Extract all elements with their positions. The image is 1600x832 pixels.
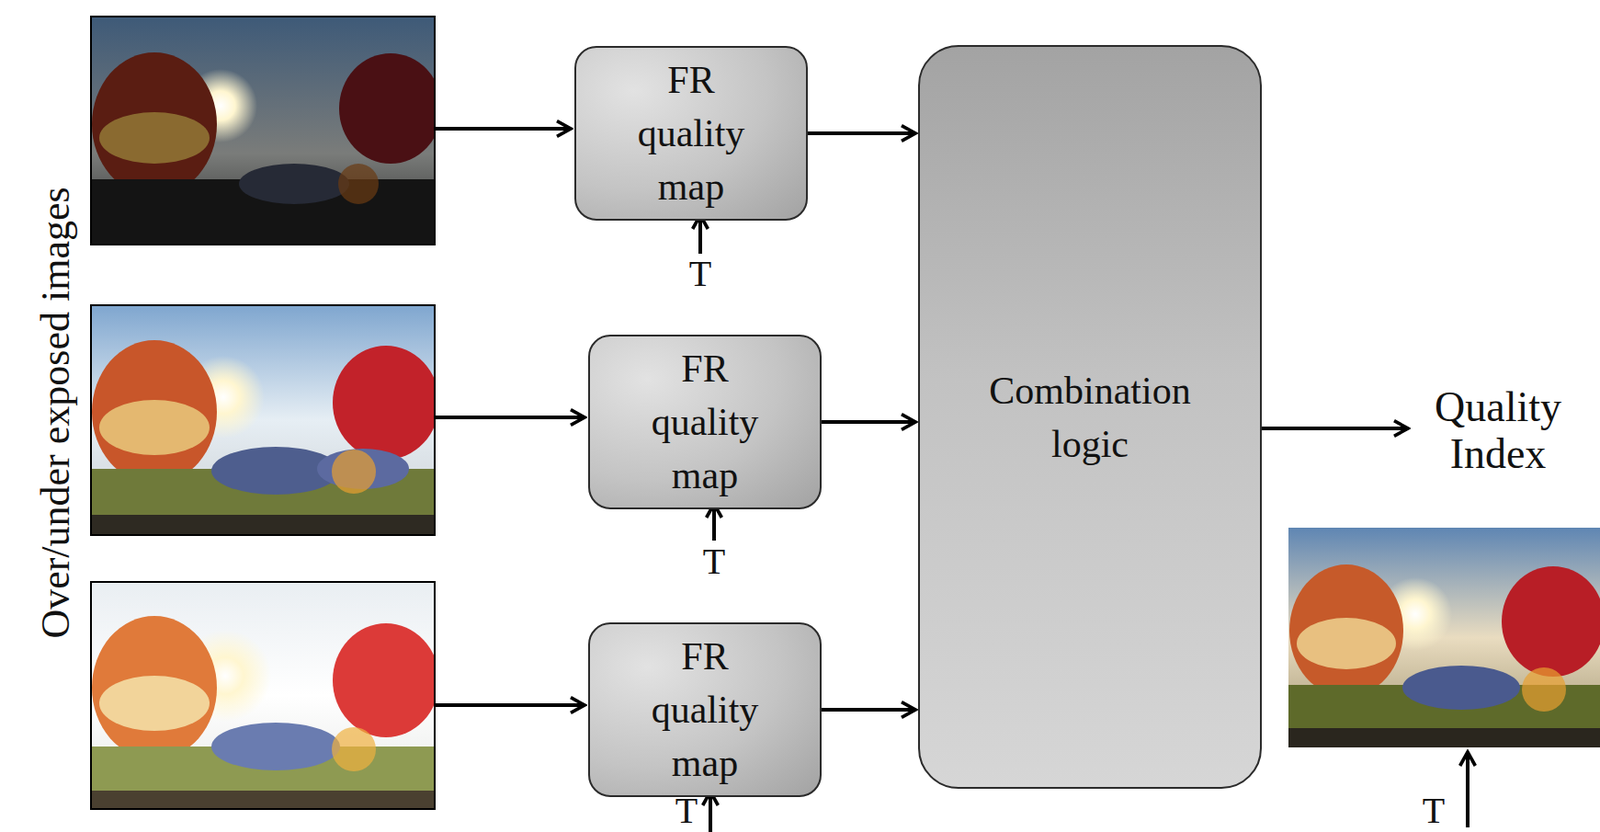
quality-map-box: FR quality map bbox=[588, 622, 822, 797]
quality-map-box: FR quality map bbox=[574, 45, 808, 221]
box-text: FR quality map bbox=[635, 629, 774, 790]
connector-arrow bbox=[807, 131, 916, 136]
threshold-label: T bbox=[1422, 790, 1445, 831]
connector-arrow bbox=[821, 419, 916, 424]
box-text: Combination logic bbox=[961, 363, 1219, 471]
photo-bright bbox=[90, 581, 435, 809]
threshold-label: T bbox=[675, 790, 698, 831]
photo-dark bbox=[90, 16, 435, 245]
quality-map-box: FR quality map bbox=[588, 334, 822, 510]
output-label: Quality Index bbox=[1418, 383, 1579, 477]
combination-box: Combination logic bbox=[918, 45, 1262, 789]
threshold-label: T bbox=[689, 253, 712, 295]
box-text: FR quality map bbox=[622, 53, 761, 214]
box-text: FR quality map bbox=[635, 341, 774, 502]
photo-fused bbox=[1288, 527, 1600, 748]
threshold-label: T bbox=[703, 541, 726, 582]
photo-mid bbox=[90, 305, 435, 535]
connector-arrow bbox=[821, 707, 916, 712]
axis-label: Over/under exposed images bbox=[34, 186, 79, 638]
